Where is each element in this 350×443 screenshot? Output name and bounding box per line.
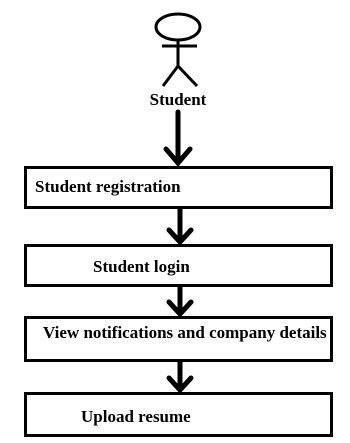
step-label: View notifications and company details <box>43 323 327 342</box>
flow-arrow <box>166 206 194 246</box>
flow-arrow <box>166 284 194 318</box>
stick-figure-icon <box>154 12 202 88</box>
actor-label: Student <box>149 90 207 109</box>
flow-arrow <box>163 109 193 167</box>
step-label: Upload resume <box>81 407 191 426</box>
flow-arrow <box>166 359 194 394</box>
step-student-login: Student login <box>24 244 333 287</box>
step-label: Student registration <box>35 177 181 196</box>
step-student-registration: Student registration <box>24 166 333 209</box>
step-upload-resume: Upload resume <box>24 392 333 437</box>
step-view-notifications: View notifications and company details <box>24 316 333 362</box>
step-label: Student login <box>93 257 190 276</box>
